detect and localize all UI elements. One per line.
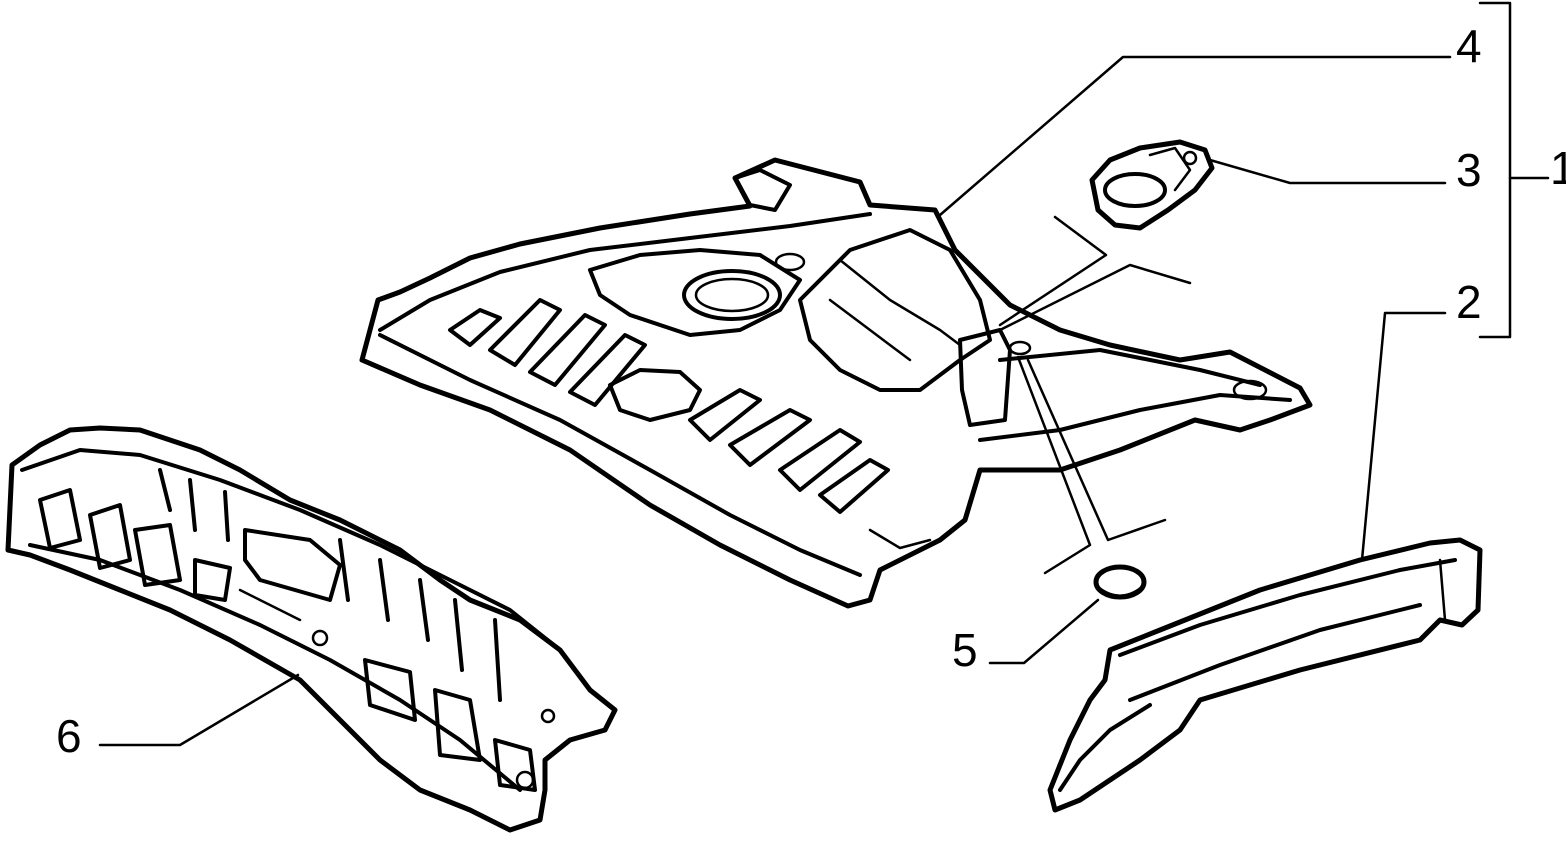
leader-lines bbox=[98, 1, 1550, 747]
assembly-line-lower bbox=[1016, 355, 1092, 575]
leader-6 bbox=[98, 673, 300, 747]
part-3-bracket bbox=[1089, 139, 1215, 231]
leader-4 bbox=[938, 55, 1452, 217]
assembly-line-lower-2 bbox=[1026, 358, 1167, 542]
assembly-line-upper-2 bbox=[998, 263, 1192, 332]
part-2-side-member bbox=[1047, 537, 1483, 813]
assembly-line-upper bbox=[998, 215, 1108, 327]
leader-3 bbox=[1208, 158, 1447, 185]
callout-6: 6 bbox=[56, 710, 82, 762]
part-6-cross-member bbox=[5, 425, 618, 833]
callout-1: 1 bbox=[1550, 142, 1566, 194]
callout-5: 5 bbox=[952, 624, 978, 676]
callout-3: 3 bbox=[1456, 144, 1482, 196]
part-5-plug bbox=[1093, 564, 1147, 600]
callout-2: 2 bbox=[1456, 276, 1482, 328]
leader-2 bbox=[1360, 311, 1447, 562]
bracket-1 bbox=[1478, 1, 1512, 339]
leader-5 bbox=[988, 598, 1100, 665]
part-4-rear-floor-panel bbox=[359, 157, 1313, 609]
callout-labels: 1 2 3 4 5 6 bbox=[56, 20, 1566, 762]
callout-4: 4 bbox=[1456, 20, 1482, 72]
